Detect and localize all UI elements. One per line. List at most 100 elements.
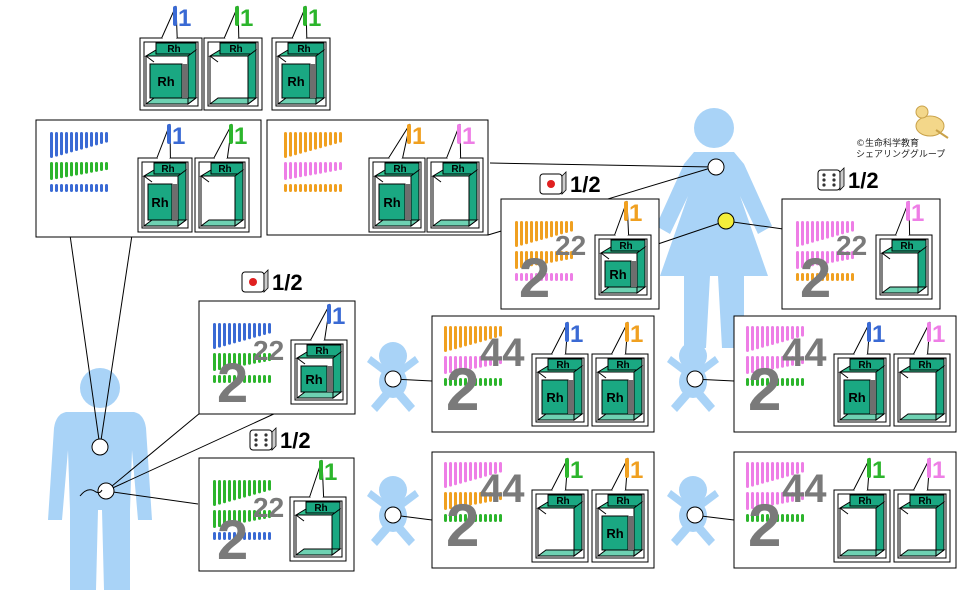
chromosome	[105, 184, 108, 192]
ploidy-two: 2	[748, 492, 781, 559]
chromosome	[550, 251, 553, 263]
chromosome	[550, 221, 553, 238]
chromosome	[60, 162, 63, 179]
chromosome	[454, 378, 457, 386]
die-pip	[832, 178, 836, 182]
chromosome	[499, 462, 502, 473]
chromosome	[233, 480, 236, 501]
connector-line	[105, 412, 277, 492]
cube-bottom	[431, 219, 479, 227]
chromosome-1	[235, 6, 239, 26]
chromosome	[746, 378, 749, 386]
cube-side	[935, 501, 945, 557]
die-pip	[832, 183, 836, 187]
chromosome-1	[319, 460, 323, 480]
chromosome	[218, 323, 221, 348]
chromosome	[786, 492, 789, 503]
chromosome	[218, 375, 221, 383]
cube-side	[917, 246, 927, 294]
connector-line	[654, 220, 727, 246]
chromosome	[766, 462, 769, 483]
chromosome	[786, 378, 789, 386]
chromosome	[454, 326, 457, 350]
rh-label: Rh	[616, 360, 629, 371]
chromosome	[801, 326, 804, 337]
chromosome	[776, 462, 779, 480]
rh-label: Rh	[393, 164, 406, 175]
callout-pointer	[611, 321, 629, 355]
cube-side	[633, 365, 643, 421]
connector-line	[725, 220, 784, 230]
chromosome	[756, 378, 759, 386]
chromosome	[223, 323, 226, 347]
cell-marker	[91, 438, 109, 456]
rh-negative-cube: Rh	[897, 357, 947, 423]
cube-side	[177, 169, 187, 227]
chromosome	[289, 184, 292, 192]
callout-pointer	[913, 321, 931, 355]
chromosome	[751, 514, 754, 522]
cube-inner-edge	[537, 507, 547, 515]
chromosome	[253, 510, 256, 521]
chromosome	[746, 492, 749, 510]
haploid-number: 22	[555, 230, 586, 261]
chromosome	[268, 353, 271, 362]
head	[379, 476, 407, 504]
rh-negative-cube: Rh	[198, 161, 246, 229]
chromosome	[444, 378, 447, 386]
cell-marker	[384, 370, 402, 388]
rh-label: Rh	[918, 496, 931, 507]
chromosome-1	[565, 322, 569, 342]
chromosome	[454, 356, 457, 373]
chromosome	[494, 514, 497, 522]
chromosome	[781, 492, 784, 504]
chromosome	[60, 132, 63, 156]
rh-protein-shade	[870, 380, 876, 414]
chromosome	[284, 132, 287, 158]
chromosome	[469, 492, 472, 506]
chromosome	[494, 462, 497, 474]
chromosome	[761, 462, 764, 484]
chromosome	[459, 492, 462, 508]
chromosome	[791, 462, 794, 476]
chromosome	[751, 378, 754, 386]
cube-side	[573, 501, 583, 557]
chromosome	[243, 353, 246, 366]
chromosome	[796, 492, 799, 501]
chromosome	[515, 273, 518, 281]
cube-inner-edge	[432, 175, 442, 183]
cube-side	[935, 365, 945, 421]
chromosome	[540, 221, 543, 240]
chromosome	[489, 378, 492, 386]
chromosome	[258, 323, 261, 337]
die-six-icon	[249, 427, 277, 451]
cube-side	[573, 365, 583, 421]
cube-inner-edge	[277, 55, 287, 63]
chromosome-1	[229, 124, 233, 144]
chromosome	[756, 326, 759, 350]
chromosome	[268, 510, 271, 519]
egg-cell	[717, 212, 735, 230]
chromosome	[781, 462, 784, 479]
chromosome	[761, 326, 764, 348]
rh-protein-shade	[172, 184, 178, 220]
chromosome	[499, 514, 502, 522]
cube-label-strip	[219, 42, 257, 55]
chromosome	[70, 132, 73, 153]
die-pip	[822, 173, 826, 177]
chromosome	[464, 462, 467, 483]
chromosome	[469, 514, 472, 522]
chromosome	[319, 162, 322, 174]
chromosome	[801, 462, 804, 473]
rh-label: Rh	[167, 44, 180, 55]
chromosome	[801, 492, 804, 501]
chromosome	[816, 221, 819, 242]
chromosome	[75, 162, 78, 176]
chromosome	[218, 510, 221, 528]
chromosome-number: 1	[570, 321, 583, 348]
ploidy-two: 2	[446, 356, 479, 423]
rh-label: Rh	[606, 526, 623, 541]
rh-protein-shade	[628, 380, 634, 414]
